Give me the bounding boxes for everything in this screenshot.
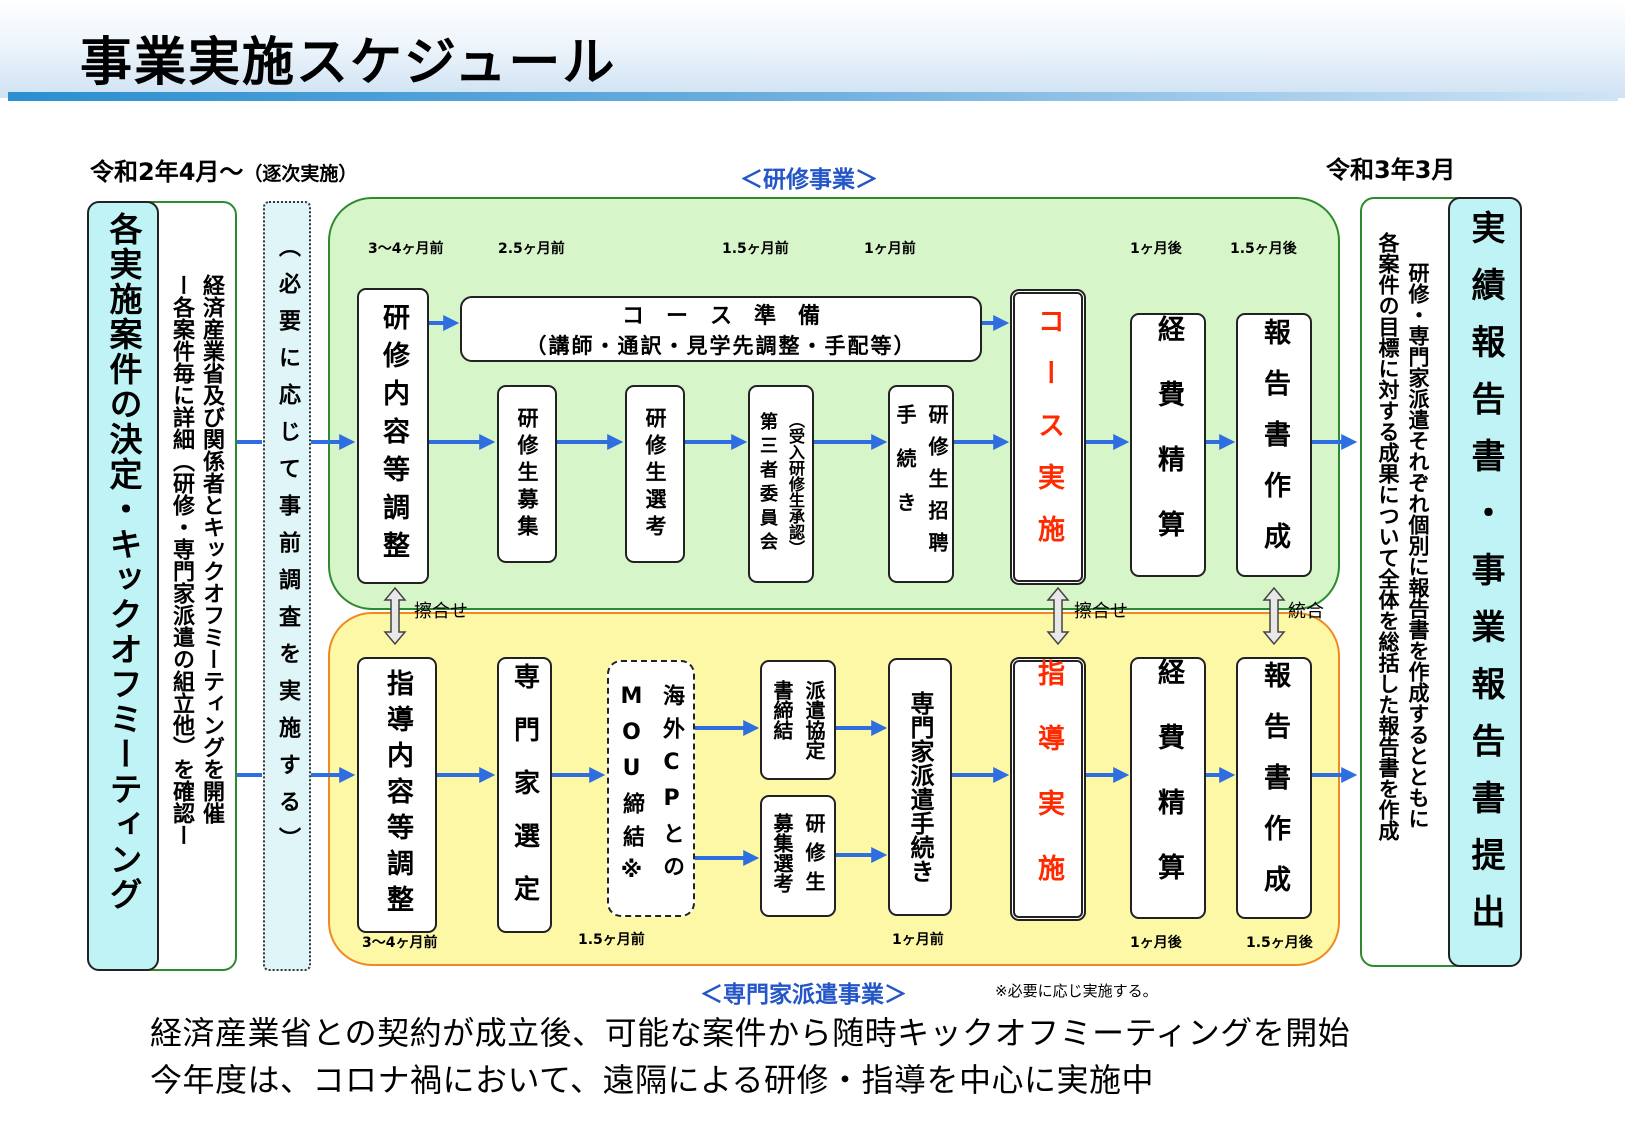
expert-content-adjust-text: 指導内容等調整 — [382, 669, 413, 921]
expert-expense-text: 経費精算 — [1153, 658, 1184, 918]
training-report-box: 報告書作成 — [1236, 313, 1312, 577]
expert-expense-box: 経費精算 — [1130, 657, 1206, 919]
expert-trainee-text-a: 研修生 — [802, 812, 826, 900]
training-timing-4: 1ヶ月前 — [864, 241, 916, 257]
guidance-run-text: 指導実施 — [1033, 659, 1064, 919]
kickoff-sub-2-text: ー各案件毎に詳細（研修・専門家派遣の組立他）を確認ー — [169, 274, 194, 846]
link-label-right: 統合 — [1288, 601, 1324, 622]
training-timing-5: 1ヶ月後 — [1130, 241, 1182, 257]
trainee-recruit-box: 研修生募集 — [497, 385, 557, 563]
pre-survey-text: （必要に応じて事前調査を実施する） — [275, 235, 300, 864]
bottom-line-2: 今年度は、コロナ禍において、遠隔による研修・指導を中心に実施中 — [150, 1061, 1154, 1099]
header-band — [0, 0, 1625, 98]
kickoff-sub-1-text: 経済産業省及び関係者とキックオフミーティングを開催 — [199, 274, 224, 824]
start-date-note: （逐次実施） — [243, 163, 358, 185]
agreement-text-b: 書締結 — [770, 680, 794, 740]
start-date-text: 令和2年4月〜 — [90, 158, 244, 186]
link-arrow-mid — [1046, 586, 1070, 646]
report-sub-1: 研修・専門家派遣それぞれ個別に報告書を作成するとともに — [1403, 262, 1433, 922]
trainee-invite-box: 研修生招聘 手続き — [888, 385, 954, 583]
kickoff-title: 各実施案件の決定・キックオフミーティング — [87, 212, 159, 967]
course-run-box: コース実施 — [1010, 289, 1086, 585]
trainee-recruit-text: 研修生募集 — [515, 406, 539, 542]
course-run-text: コース実施 — [1033, 307, 1064, 567]
dispatch-box: 専門家派遣手続き — [888, 658, 952, 916]
report-sub-2-text: 各案件の目標に対する成果について全体を総括した報告書を作成 — [1376, 232, 1400, 841]
expert-select-box: 専門家選定 — [497, 657, 552, 933]
expert-report-box: 報告書作成 — [1236, 657, 1312, 919]
section-expert-label: ＜専門家派遣事業＞ — [700, 982, 907, 1008]
kickoff-sub-1: 経済産業省及び関係者とキックオフミーティングを開催 — [196, 274, 226, 914]
report-sub-2: 各案件の目標に対する成果について全体を総括した報告書を作成 — [1373, 232, 1403, 922]
expert-select-text: 専門家選定 — [509, 662, 540, 928]
mou-box: 海外CPとの MOU締結※ — [607, 660, 695, 917]
page-title: 事業実施スケジュール — [80, 33, 617, 93]
report-sub-1-text: 研修・専門家派遣それぞれ個別に報告書を作成するとともに — [1406, 262, 1430, 829]
expert-trainee-text-b: 募集選考 — [770, 812, 794, 893]
training-report-text: 報告書作成 — [1259, 317, 1290, 573]
trainee-select-box: 研修生選考 — [625, 385, 685, 563]
training-timing-3: 1.5ヶ月前 — [722, 241, 789, 257]
training-timing-1: 3〜4ヶ月前 — [368, 241, 444, 257]
report-title-text: 実績報告書・事業報告書提出 — [1465, 210, 1505, 951]
kickoff-title-text: 各実施案件の決定・キックオフミーティング — [104, 212, 143, 912]
pre-survey: （必要に応じて事前調査を実施する） — [263, 235, 311, 955]
expert-timing-5: 1.5ヶ月後 — [1246, 935, 1313, 951]
committee-text: 第三者委員会 — [757, 412, 778, 556]
course-prep-detail: （講師・通訳・見学先調整・手配等） — [525, 334, 917, 358]
end-date: 令和3年3月 — [1326, 156, 1456, 184]
link-arrow-left — [383, 586, 407, 646]
committee-box: （受入研修生承認） 第三者委員会 — [748, 385, 814, 583]
training-expense-text: 経費精算 — [1153, 315, 1184, 575]
training-content-adjust-text: 研修内容等調整 — [378, 303, 409, 569]
expert-report-text: 報告書作成 — [1259, 660, 1290, 916]
expert-timing-4: 1ヶ月後 — [1130, 935, 1182, 951]
pre-survey-panel — [263, 201, 311, 971]
expert-timing-1: 3〜4ヶ月前 — [362, 935, 438, 951]
kickoff-sub-2: ー各案件毎に詳細（研修・専門家派遣の組立他）を確認ー — [166, 274, 196, 914]
expert-timing-2: 1.5ヶ月前 — [578, 932, 645, 948]
dispatch-text: 専門家派遣手続き — [906, 691, 934, 883]
committee-note: （受入研修生承認） — [786, 412, 805, 556]
training-timing-6: 1.5ヶ月後 — [1230, 241, 1297, 257]
training-content-adjust-box: 研修内容等調整 — [357, 288, 429, 584]
expert-content-adjust-box: 指導内容等調整 — [357, 657, 437, 933]
course-prep-box: コ ー ス 準 備 （講師・通訳・見学先調整・手配等） — [460, 296, 982, 362]
mou-text-a: 海外CPとの — [659, 683, 684, 888]
guidance-run-box: 指導実施 — [1010, 657, 1086, 921]
report-title: 実績報告書・事業報告書提出 — [1448, 210, 1522, 965]
trainee-invite-a: 手続き — [893, 404, 917, 536]
link-label-mid: 擦合せ — [1074, 601, 1128, 622]
link-label-left: 擦合せ — [414, 601, 468, 622]
header-underline — [8, 92, 1618, 101]
footnote: ※必要に応じ実施する。 — [995, 982, 1158, 1000]
section-training-label: ＜研修事業＞ — [740, 167, 878, 193]
report-title-box — [1448, 197, 1522, 967]
agreement-text-a: 派遣協定 — [802, 680, 826, 760]
trainee-invite-b: 研修生招聘 — [925, 404, 949, 564]
trainee-select-text: 研修生選考 — [643, 406, 667, 542]
kickoff-title-box — [87, 201, 159, 971]
bottom-line-1: 経済産業省との契約が成立後、可能な案件から随時キックオフミーティングを開始 — [150, 1014, 1351, 1052]
training-expense-box: 経費精算 — [1130, 313, 1206, 577]
mou-text-b: MOU締結※ — [619, 683, 644, 894]
course-prep-title: コ ー ス 準 備 — [621, 304, 820, 329]
training-timing-2: 2.5ヶ月前 — [498, 241, 565, 257]
agreement-box: 派遣協定 書締結 — [760, 660, 836, 780]
start-date: 令和2年4月〜（逐次実施） — [90, 152, 357, 187]
expert-timing-3: 1ヶ月前 — [892, 932, 944, 948]
expert-trainee-box: 研修生 募集選考 — [760, 795, 836, 917]
link-arrow-right — [1262, 586, 1286, 646]
